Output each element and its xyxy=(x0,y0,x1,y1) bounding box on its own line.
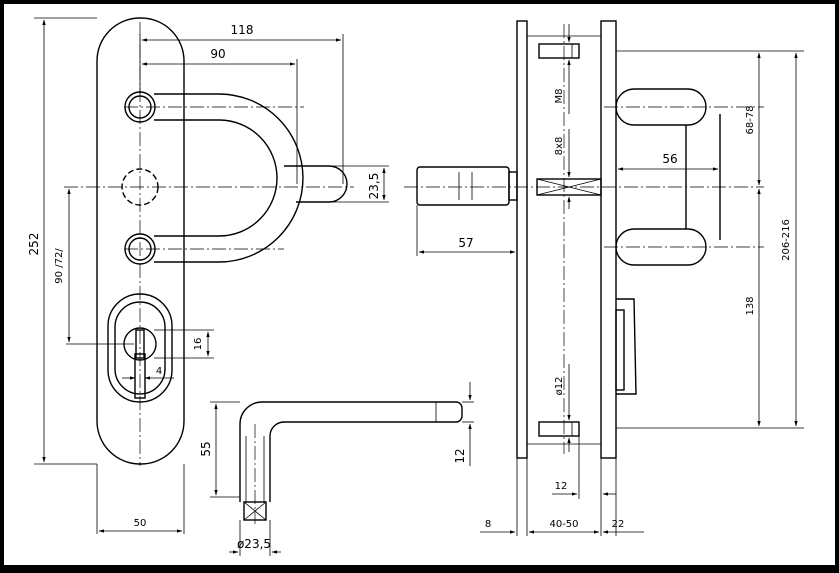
dim-screw-top: M8 xyxy=(554,89,565,104)
technical-drawing: 252 90 /72/ 50 118 90 23,5 16 4 xyxy=(27,17,804,556)
dim-lever-inner: 90 xyxy=(210,47,225,61)
key-slot xyxy=(135,329,145,359)
key-slot-lower xyxy=(134,353,146,399)
screw-upper xyxy=(538,43,580,59)
spindle-left xyxy=(416,166,510,206)
lever-inner xyxy=(154,119,278,237)
dim-spindle-length: 57 xyxy=(458,236,473,250)
dim-plate-width: 50 xyxy=(134,518,147,529)
side-view: M8 8x8 57 56 68-78 138 206-216 ø12 12 xyxy=(404,20,804,536)
cylinder-plate xyxy=(616,298,637,395)
dim-bolt-length: 12 xyxy=(555,481,568,492)
dim-lever-thickness: 12 xyxy=(453,448,467,463)
spindle-collar xyxy=(508,171,518,201)
lever-outer xyxy=(154,93,304,263)
dim-overall-height: 252 xyxy=(27,233,41,256)
side-plate-left xyxy=(516,20,528,459)
dim-lever-drop: 55 xyxy=(199,441,213,456)
side-plate-right xyxy=(600,20,617,459)
dim-lever-socket-dia: ø23,5 xyxy=(237,537,271,551)
dim-lever-dia: 23,5 xyxy=(367,173,381,200)
dim-lever-reach: 118 xyxy=(231,23,254,37)
lever-profile xyxy=(239,401,463,502)
dim-offset: 56 xyxy=(662,152,677,166)
escutcheon-inner xyxy=(114,301,166,395)
dim-lower-span: 138 xyxy=(745,296,756,315)
dim-total-span: 206-216 xyxy=(781,219,792,261)
dim-door-thickness: 40-50 xyxy=(549,519,578,530)
lever-arm xyxy=(284,165,348,203)
back-plate xyxy=(96,17,185,465)
dim-slot-width: 4 xyxy=(156,366,162,377)
dim-spindle-to-cylinder: 90 /72/ xyxy=(54,248,65,284)
front-view: 252 90 /72/ 50 118 90 23,5 16 4 xyxy=(27,17,389,534)
dim-bolt-dia: ø12 xyxy=(554,377,565,396)
dim-plate-thickness: 8 xyxy=(485,519,491,530)
escutcheon-outer xyxy=(107,293,173,403)
dim-slot-height: 16 xyxy=(193,338,204,351)
cylinder-body xyxy=(615,309,625,391)
screw-lower xyxy=(538,421,580,437)
dim-square-spindle: 8x8 xyxy=(554,137,565,156)
dim-rose-thickness: 22 xyxy=(612,519,625,530)
lever-detail-view: 55 12 ø23,5 xyxy=(199,382,474,556)
dim-upper-span: 68-78 xyxy=(745,105,756,134)
